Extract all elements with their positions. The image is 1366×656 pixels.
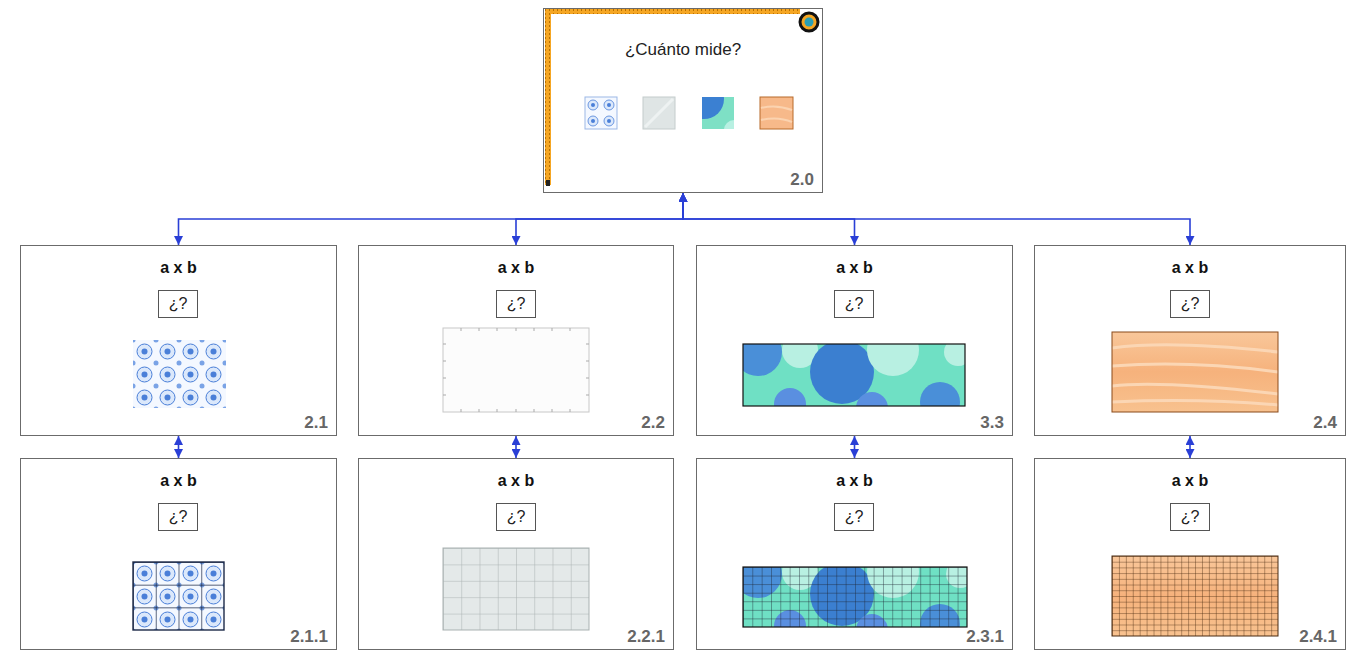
slide-number: 2.2 (641, 413, 665, 433)
ruler (545, 9, 800, 186)
slide-box: a x b 2.4 ¿? (1034, 245, 1346, 436)
answer-text: ¿? (1171, 295, 1209, 313)
nav-arrow (516, 193, 683, 245)
answer-box: ¿? (158, 290, 198, 318)
nav-arrow (1189, 436, 1191, 458)
answer-text: ¿? (497, 508, 535, 526)
answer-box: ¿? (1170, 290, 1210, 318)
heading-text: a x b (697, 472, 1012, 490)
answer-text: ¿? (835, 508, 873, 526)
wood-board (1112, 332, 1278, 412)
answer-text: ¿? (835, 295, 873, 313)
nav-arrow (178, 436, 180, 458)
answer-text: ¿? (497, 295, 535, 313)
answer-box: ¿? (834, 290, 874, 318)
wood-grid (1112, 556, 1278, 636)
slide-box: a x b 2.4.1 ¿? (1034, 458, 1346, 650)
answer-text: ¿? (1171, 508, 1209, 526)
nav-arrow (854, 436, 856, 458)
blank-surface (443, 328, 589, 412)
tile-pattern (133, 340, 226, 408)
answer-box: ¿? (496, 290, 536, 318)
heading-text: a x b (21, 259, 336, 277)
answer-box: ¿? (496, 503, 536, 531)
circle-fabric-grid (734, 546, 974, 646)
answer-box: ¿? (834, 503, 874, 531)
material-icons (585, 79, 793, 140)
slide-number: 2.4 (1313, 413, 1337, 433)
slide-number: 2.2.1 (627, 627, 665, 647)
badge-icon (800, 13, 818, 31)
slide-box: a x b 2.1 ¿? (20, 245, 337, 436)
slide-box: a x b 2.2 ¿? (358, 245, 674, 436)
heading-text: a x b (1035, 472, 1345, 490)
heading-text: a x b (697, 259, 1012, 277)
answer-text: ¿? (159, 508, 197, 526)
answer-text: ¿? (159, 295, 197, 313)
slide-number: 3.3 (980, 413, 1004, 433)
slide-number: 2.1.1 (290, 627, 328, 647)
slide-number: 2.4.1 (1299, 627, 1337, 647)
slide-box: a x b 2.3.1 ¿? (696, 458, 1013, 650)
nav-arrow (179, 193, 684, 245)
answer-box: ¿? (1170, 503, 1210, 531)
heading-text: ¿Cuánto mide? (544, 40, 822, 60)
heading-text: a x b (359, 259, 673, 277)
slide-box: a x b 3.3 ¿? (696, 245, 1013, 436)
slide-box: a x b 2.2.1 ¿? (358, 458, 674, 650)
nav-arrow (515, 436, 517, 458)
slide-box: a x b 2.1.1 ¿? (20, 458, 337, 650)
circle-fabric (734, 324, 972, 424)
menu-box: ¿Cuánto mide? 2.0 (543, 8, 823, 193)
heading-text: a x b (21, 472, 336, 490)
grey-tiles (443, 548, 589, 630)
answer-box: ¿? (158, 503, 198, 531)
slide-number: 2.3.1 (966, 627, 1004, 647)
tiled-pattern (133, 562, 224, 630)
nav-arrow (683, 193, 1190, 245)
heading-text: a x b (359, 472, 673, 490)
slide-number: 2.1 (304, 413, 328, 433)
heading-text: a x b (1035, 259, 1345, 277)
slide-number: 2.0 (790, 170, 814, 190)
